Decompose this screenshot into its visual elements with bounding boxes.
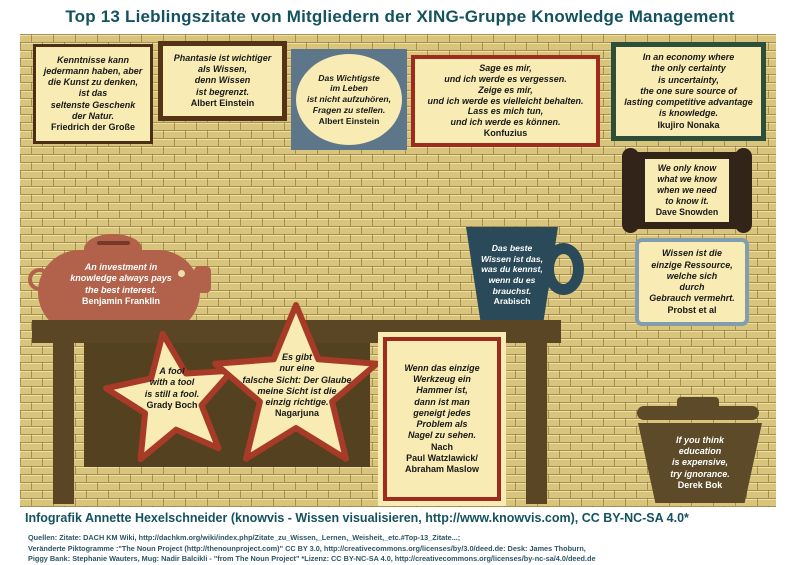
quote-author: Benjamin Franklin [81,295,161,306]
quote-box-nagarjuna: Es gibt nur eine falsche Sicht: Der Glau… [211,352,383,420]
quote-author: Albert Einstein [318,115,380,126]
pig-coin-slot [97,241,130,245]
trash-can-shape: If you think education is expensive, try… [636,397,778,504]
quote-box-konfuzius: Sage es mir, und ich werde es vergessen.… [411,55,600,147]
quote-author: Arabisch [493,296,531,307]
quote-author: Dave Snowden [655,206,719,217]
quote-author: Probst et al [667,304,717,315]
star-shape-nagarjuna [212,302,380,462]
quote-author: Konfuzius [483,128,528,139]
quote-box-einstein-phantasie: Phantasie ist wichtiger als Wissen, denn… [158,41,287,121]
desk-leg-right [526,343,547,504]
quote-author: Friedrich der Große [50,121,136,132]
trash-lid [637,406,759,420]
quote-box-snowden: We only know what we know when we need t… [645,159,729,222]
quote-text: We only know what we know when we need t… [657,163,717,206]
scroll-plaque-shape: We only know what we know when we need t… [622,148,752,233]
source-line-1: Quellen: Zitate: DACH KM Wiki, http://da… [28,533,461,542]
quote-author: Derek Bok [677,479,723,490]
quote-text: Wissen ist die einzige Ressource, welche… [649,248,735,304]
quote-text: If you think education is expensive, try… [670,434,730,479]
quote-text: Das Wichtigste im Leben ist nicht aufzuh… [306,72,392,115]
page-title: Top 13 Lieblingszitate von Mitgliedern d… [65,7,735,26]
quote-text: Sage es mir, und ich werde es vergessen.… [427,62,584,128]
quote-author: Albert Einstein [190,97,255,108]
quote-text: Es gibt nur eine falsche Sicht: Der Glau… [242,352,352,407]
piggy-bank-shape: An investment in knowledge always pays t… [28,230,212,334]
quote-author: Nagarjuna [274,408,319,419]
quote-text: Wenn das einzige Werkzeug ein Hammer ist… [404,362,480,441]
quote-box-nonaka: In an economy where the only certainty i… [611,42,766,141]
source-line-3: Piggy Bank: Stephanie Wauters, Mug: Nadi… [28,554,596,563]
oval-shape: Das Wichtigste im Leben ist nicht aufzuh… [296,54,402,145]
pig-eye [178,270,185,277]
quote-box-franklin: An investment in knowledge always pays t… [46,262,196,307]
quote-author: Grady Boch [146,399,198,410]
quote-box-watzlawick: Wenn das einzige Werkzeug ein Hammer ist… [378,332,506,506]
quote-text: An investment in knowledge always pays t… [70,262,172,295]
pig-snout [194,266,211,293]
quote-box-arabisch: Das beste Wissen ist das, was du kennst,… [466,227,558,323]
quote-text: In an economy where the only certainty i… [624,52,753,119]
quote-panel-einstein-fragen: Das Wichtigste im Leben ist nicht aufzuh… [291,49,407,150]
quote-author: Nach Paul Watzlawick/ Abraham Maslow [404,441,480,475]
quote-author: Ikujiro Nonaka [657,119,720,130]
quote-text: Das beste Wissen ist das, was du kennst,… [480,242,543,296]
source-line-2: Veränderte Piktogramme :"The Noun Projec… [28,544,586,553]
star-shape-grady [103,331,236,463]
quote-text: Kenntnisse kann jedermann haben, aber di… [43,55,143,121]
desk-leg-left [53,343,74,504]
quote-box-grady: A fool with a tool is still a fool. Grad… [110,366,234,411]
quote-box-derek: If you think education is expensive, try… [638,423,762,503]
quote-box-friedrich: Kenntnisse kann jedermann haben, aber di… [33,44,153,144]
quote-text: A fool with a tool is still a fool. [144,366,200,399]
quote-text: Phantasie ist wichtiger als Wissen, denn… [173,52,272,97]
credit-line: Infografik Annette Hexelschneider (knowv… [25,511,689,525]
red-frame: Wenn das einzige Werkzeug ein Hammer ist… [383,337,501,501]
mug-shape: Das beste Wissen ist das, was du kennst,… [466,227,588,324]
quote-box-probst: Wissen ist die einzige Ressource, welche… [635,238,749,326]
